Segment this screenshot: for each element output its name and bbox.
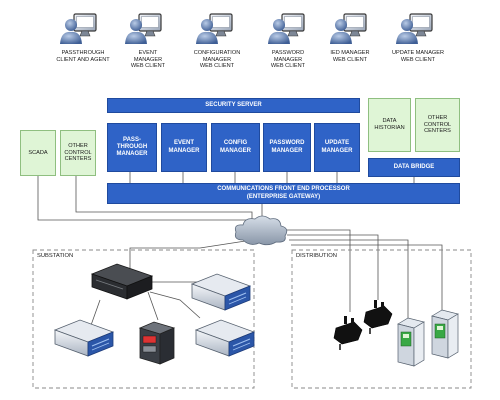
- other-control-centers-right-box: OTHER CONTROL CENTERS: [415, 98, 460, 152]
- meter-cabinet-icon: [431, 309, 459, 359]
- data-bridge-box: DATA BRIDGE: [368, 158, 460, 177]
- client-label-passthrough: PASSTHROUGH CLIENT AND AGENT: [56, 50, 110, 63]
- user-workstation-icon: [59, 13, 97, 45]
- config-manager-box: CONFIG MANAGER: [211, 123, 260, 172]
- data-historian-box: DATA HISTORIAN: [368, 98, 411, 152]
- client-label-event-manager: EVENT MANAGER WEB CLIENT: [130, 50, 166, 70]
- password-manager-box: PASSWORD MANAGER: [263, 123, 311, 172]
- control-unit-icon: [138, 321, 176, 365]
- network-switch-icon: [90, 263, 154, 300]
- meter-cabinet-icon: [397, 317, 425, 367]
- substation-label: SUBSTATION: [37, 253, 74, 259]
- client-label-configuration-manager: CONFIGURATION MANAGER WEB CLIENT: [193, 50, 241, 70]
- user-workstation-icon: [195, 13, 233, 45]
- communications-front-end-processor-box: COMMUNICATIONS FRONT END PROCESSOR (ENTE…: [107, 183, 460, 204]
- passthrough-manager-box: PASS- THROUGH MANAGER: [107, 123, 157, 172]
- rack-server-icon: [54, 319, 114, 357]
- distribution-label: DISTRIBUTION: [296, 253, 337, 259]
- pole-device-icon: [333, 316, 363, 350]
- security-server-box: SECURITY SERVER: [107, 98, 360, 113]
- user-workstation-icon: [329, 13, 367, 45]
- user-workstation-icon: [395, 13, 433, 45]
- distribution-zone: [291, 249, 472, 389]
- user-workstation-icon: [124, 13, 162, 45]
- scada-box: SCADA: [20, 130, 56, 176]
- other-control-centers-left-box: OTHER CONTROL CENTERS: [60, 130, 96, 176]
- user-workstation-icon: [267, 13, 305, 45]
- client-label-ied-manager: IED MANAGER WEB CLIENT: [330, 50, 370, 63]
- substation-zone: [32, 249, 255, 389]
- event-manager-box: EVENT MANAGER: [161, 123, 207, 172]
- pole-device-icon: [363, 300, 393, 334]
- network-cloud-icon: [234, 215, 288, 246]
- rack-server-icon: [191, 273, 251, 311]
- update-manager-box: UPDATE MANAGER: [314, 123, 360, 172]
- client-label-update-manager: UPDATE MANAGER WEB CLIENT: [391, 50, 445, 63]
- rack-server-icon: [195, 319, 255, 357]
- client-label-password-manager: PASSWORD MANAGER WEB CLIENT: [270, 50, 306, 70]
